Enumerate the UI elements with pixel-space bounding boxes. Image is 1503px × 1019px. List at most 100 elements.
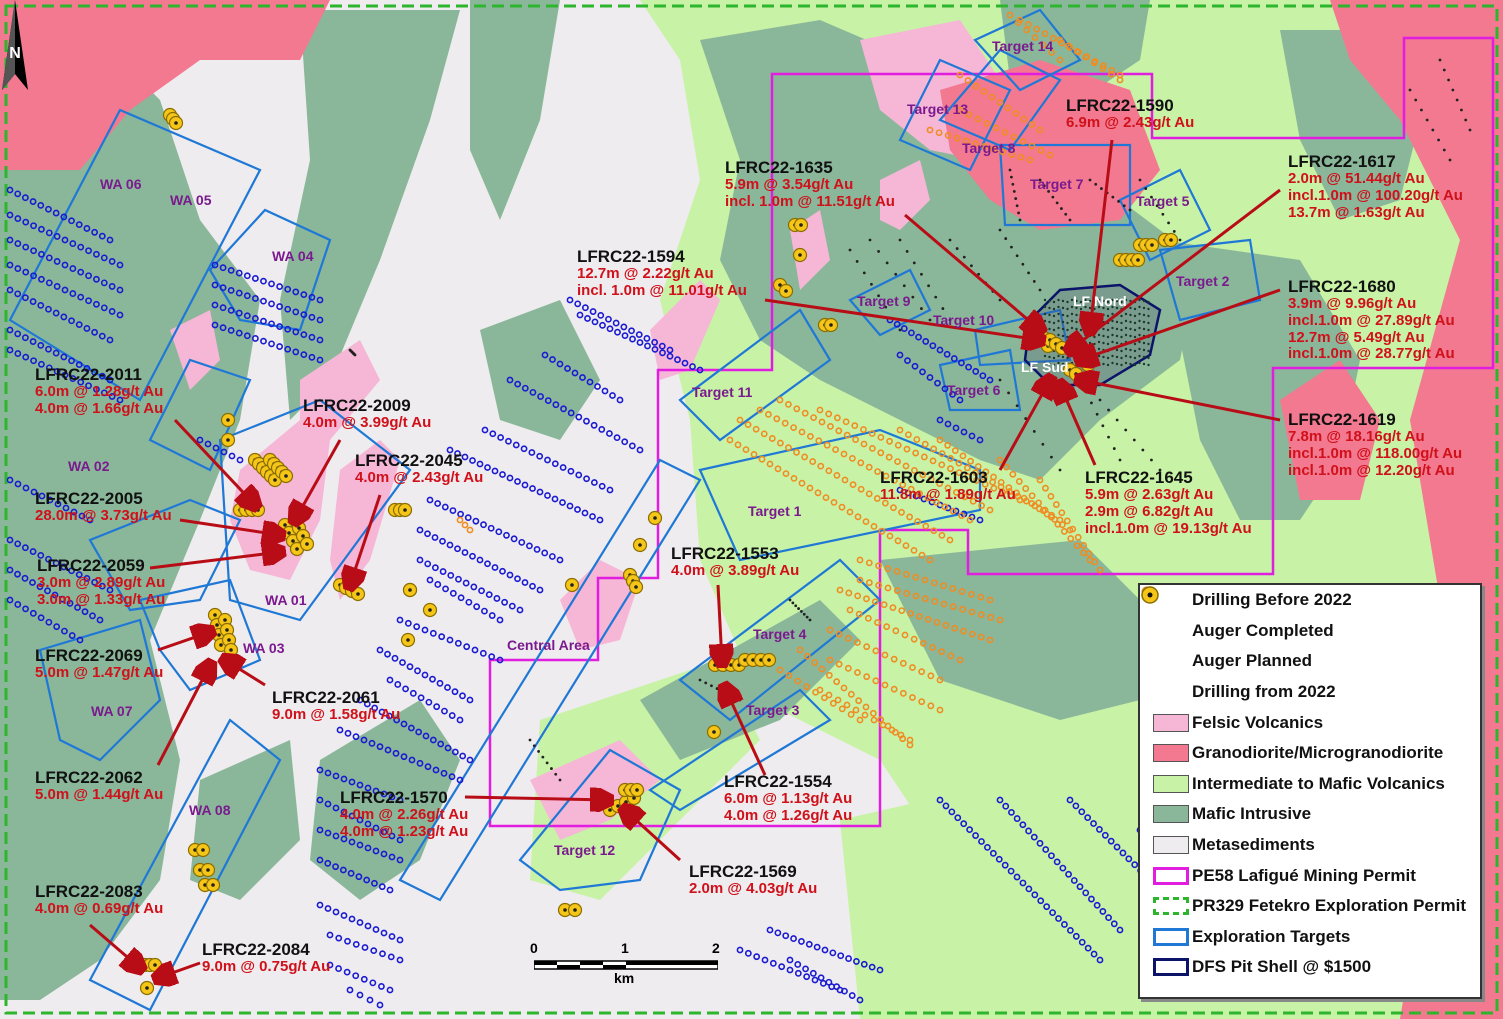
auger-completed-point [996,796,1004,804]
auger-completed-point [106,586,114,594]
old-drill-point [862,271,866,275]
auger-completed-point [972,368,980,375]
auger-completed-point [66,599,74,607]
auger-completed-point [454,639,462,647]
auger-completed-point [364,844,372,852]
auger-completed-point [528,449,536,456]
auger-planned-point [809,458,817,465]
auger-planned-point [1022,485,1030,492]
auger-planned-point [912,573,920,581]
old-drill-point [1048,355,1051,359]
auger-planned-point [844,664,852,672]
legend-item: DFS Pit Shell @ $1500 [1140,952,1480,983]
auger-completed-point [416,526,424,534]
auger-planned-point [956,106,964,114]
auger-planned-point [857,485,865,493]
auger-completed-point [292,348,300,356]
old-drill-point [1120,363,1123,367]
auger-completed-point [529,388,537,396]
auger-planned-point [902,462,910,470]
auger-planned-point [967,457,974,465]
old-drill-point [1129,334,1132,338]
legend-item: Felsic Volcanics [1140,707,1480,738]
old-drill-point [911,295,915,299]
auger-completed-point [681,359,689,367]
old-drill-point [1455,98,1459,102]
old-drill-point [1106,363,1110,367]
auger-completed-point [251,295,259,302]
auger-completed-point [900,325,908,332]
auger-planned-point [901,631,909,639]
old-drill-point [868,238,872,242]
old-drill-point [1012,190,1016,193]
auger-planned-point [1056,56,1064,64]
auger-completed-point [228,452,236,460]
auger-completed-point [1013,873,1021,881]
auger-completed-point [69,265,77,272]
old-drill-point [1118,458,1122,462]
old-drill-point [1097,333,1101,337]
old-drill-point [1120,321,1123,325]
old-drill-point [1032,430,1036,433]
auger-completed-point [284,345,292,353]
target-label: Target 14 [992,38,1054,54]
auger-completed-point [91,328,99,336]
old-drill-point [805,615,809,619]
auger-completed-point [360,975,368,983]
auger-planned-point [1028,492,1036,500]
auger-completed-point [416,556,424,564]
target-label: WA 08 [189,802,231,818]
auger-completed-point [456,776,464,784]
auger-completed-point [1107,837,1115,845]
auger-completed-point [514,380,522,388]
auger-completed-point [505,437,512,445]
auger-planned-point [1035,499,1042,507]
auger-planned-point [1116,76,1124,84]
old-drill-point [1451,88,1455,92]
auger-completed-point [551,460,559,468]
auger-completed-point [60,563,68,571]
auger-planned-point [1015,478,1023,485]
old-drill-point [1138,305,1141,309]
auger-planned-point [905,431,912,439]
auger-completed-point [89,612,96,620]
auger-completed-point [508,602,516,610]
old-drill-point [1032,280,1036,283]
auger-completed-point [38,225,45,233]
old-drill-point [541,755,545,759]
auger-completed-point [62,504,70,512]
auger-planned-point [863,595,870,603]
auger-planned-point [843,431,851,439]
old-drill-point [788,598,792,602]
auger-completed-point [986,376,994,384]
auger-planned-point [818,665,826,673]
auger-planned-point [864,614,872,622]
auger-completed-point [380,828,388,836]
auger-planned-point [958,588,966,595]
auger-completed-point [496,656,504,664]
old-drill-point [1058,468,1062,472]
old-drill-point [732,695,736,699]
auger-planned-point [880,601,888,609]
auger-planned-point [1060,528,1068,535]
auger-completed-point [335,965,342,972]
auger-planned-point [1065,42,1072,50]
old-drill-point [1097,340,1101,344]
auger-completed-point [488,653,496,661]
auger-planned-point [956,656,964,664]
drill-hole-2022 [205,877,221,893]
old-drill-point [1133,321,1137,325]
old-drill-point [1138,340,1141,344]
auger-planned-point [461,521,469,529]
old-drill-point [1124,326,1128,330]
auger-completed-point [480,521,487,529]
auger-completed-point [243,292,251,300]
old-drill-point [1115,362,1119,366]
auger-completed-point [6,596,14,604]
auger-planned-point [890,655,898,663]
auger-completed-point [360,736,368,744]
auger-completed-point [6,536,14,544]
auger-completed-point [45,555,52,563]
old-drill-point [1437,138,1440,142]
